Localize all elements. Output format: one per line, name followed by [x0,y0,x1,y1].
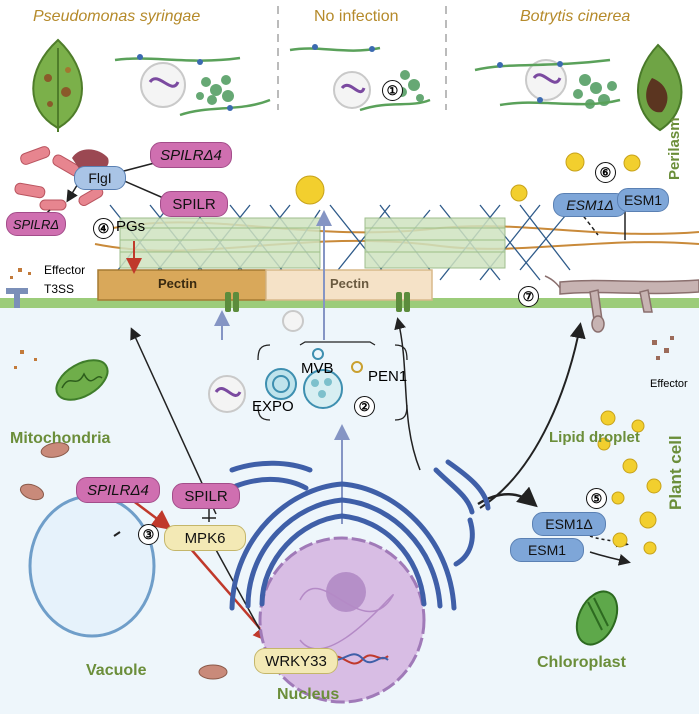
pectin-label-left: Pectin [158,276,198,291]
fungal-hypha-icon [544,275,699,333]
effector-dots-left [10,268,37,369]
er-golgi-icon [229,459,491,611]
lipid-droplet-icon [295,152,641,205]
step-7-badge: ⑦ [518,286,539,307]
nucleus-label: Nucleus [277,686,340,703]
pen1-label: PEN1 [368,368,408,385]
mitochondria-label: Mitochondria [10,430,111,447]
leaf-spotted-icon [32,38,83,132]
pectin-label-mid: Pectin [330,276,370,291]
effector-dots-right [652,336,674,360]
vesicle-left-cell [208,310,304,413]
effector-label-right: Effector [650,378,688,390]
chloroplast-icon [575,590,619,646]
panel-title-right: Botrytis cinerea [520,8,631,25]
mpk6-pill: MPK6 [164,525,246,551]
spilr-pill-bottom: SPILR [172,483,240,509]
arrow-spilrd4-to-mpk6 [131,499,172,530]
dna-icon [329,653,389,665]
esm1d-dashed-inhibit [574,204,599,236]
vacuole-label: Vacuole [86,662,147,679]
cellulose-bundle-mid [364,217,506,269]
mitochondrion-icon [19,359,228,680]
plasma-membrane [0,298,699,308]
step-1-badge: ① [382,80,403,101]
esm1-delta-pill-bottom: ESM1Δ [532,512,606,536]
esm1-pill-top: ESM1 [617,188,669,212]
lipid-droplet-label: Lipid droplet [549,429,640,446]
plant-cell-label: Plant cell [666,435,685,510]
arrow-golgi-to-pectin [394,317,421,471]
leaf-rotting-icon [637,43,683,132]
chloroplast-label: Chloroplast [537,654,626,671]
step-3-badge: ③ [138,524,159,545]
lipid-droplets-cytoplasm [597,410,662,555]
chain-beads [137,44,563,111]
bundle-lines [120,227,505,253]
perilasm-label: Perilasm [666,117,683,180]
expo-label: EXPO [252,398,294,415]
esm1-delta-pill-top: ESM1Δ [553,193,627,217]
spilr-delta-pill: SPILRΔ [6,212,66,236]
bacterium-icon [14,146,104,211]
wrky33-pill: WRKY33 [254,648,338,674]
cellulose-bundle-left [119,217,321,269]
step-6-badge: ⑥ [595,162,616,183]
effector-label-left: Effector [44,263,86,277]
panel-title-left: Pseudomonas syringae [33,8,201,25]
step-5-badge: ⑤ [586,488,607,509]
spilr-delta4-pill-top: SPILRΔ4 [150,142,232,168]
pgs-label: PGs [116,218,146,235]
spilr-delta4-pill-bottom: SPILRΔ4 [76,477,160,503]
nucleus-shape [258,536,426,704]
flgl-pill: FlgI [74,166,126,190]
expo-vesicles [257,341,408,421]
step-4-badge: ④ [93,218,114,239]
panel-title-middle: No infection [314,8,399,25]
vesicle-icon [140,59,567,109]
step-2-badge: ② [354,396,375,417]
t3ss-label: T3SS [44,282,75,296]
line-mpk6-nucleus [214,547,261,631]
arrow-golgi-to-hypha [479,322,586,509]
membrane-channels [225,292,410,312]
esm1-pill-bottom: ESM1 [510,538,584,562]
mvb-label: MVB [301,360,334,377]
spilr-pill-top: SPILR [160,191,228,217]
polysaccharide-chains [114,46,621,117]
vacuole-shape [28,494,156,638]
arrow-esm1-solid [589,551,631,566]
vacuole-mark [113,531,121,537]
t3ss-icon [6,288,28,308]
arrow-esm1d-dashed [589,535,629,548]
